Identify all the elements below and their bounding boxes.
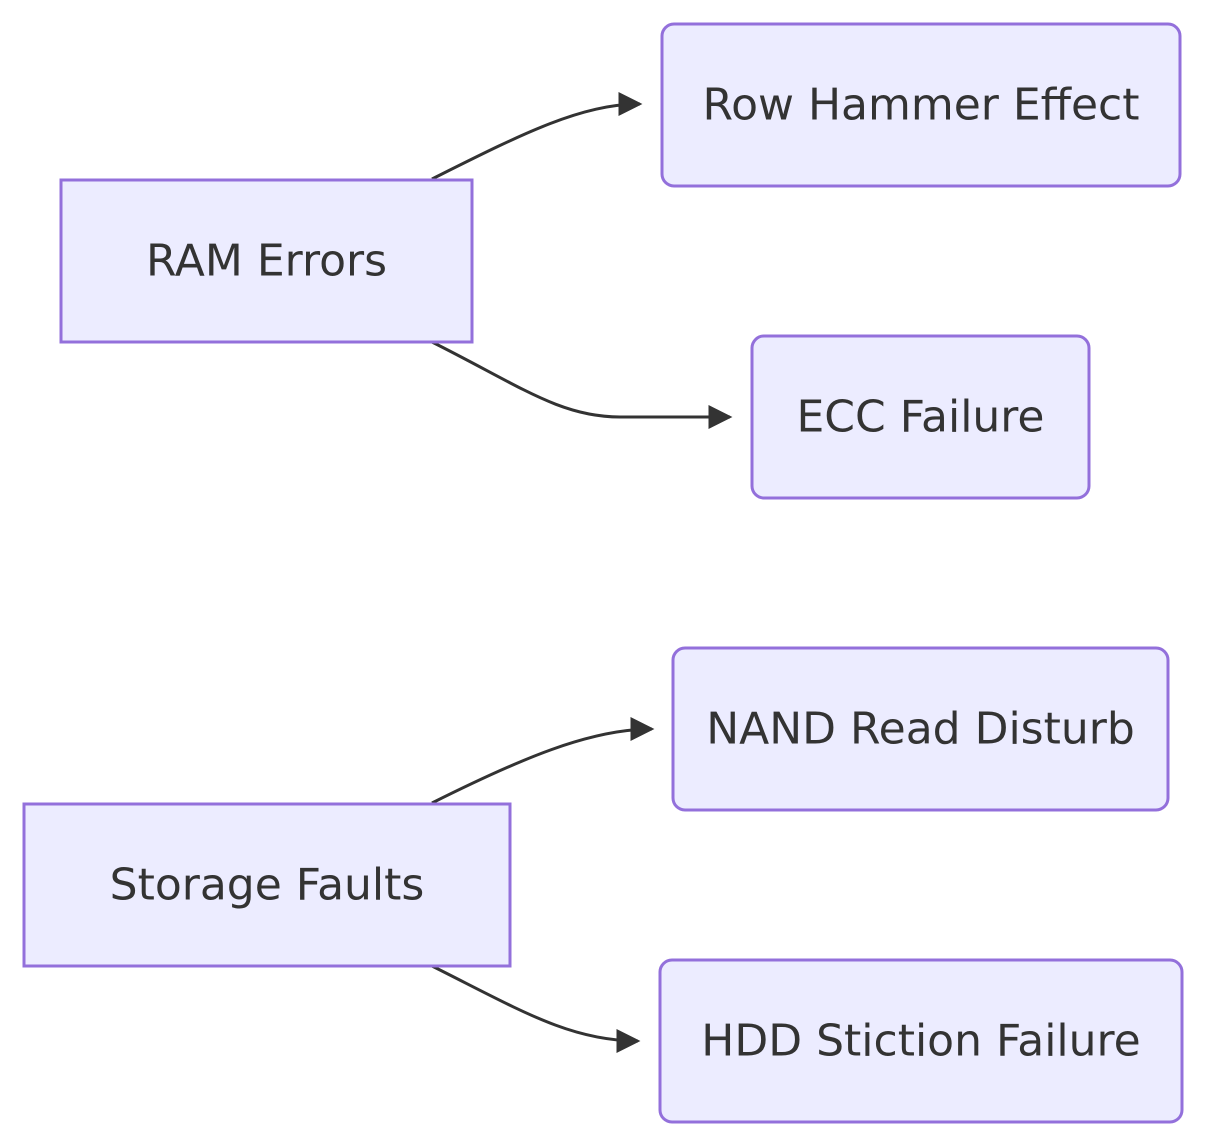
node-storage-faults: Storage Faults [22, 802, 512, 968]
edge-storage-to-nand [431, 717, 655, 805]
node-row-hammer-effect: Row Hammer Effect [660, 22, 1182, 188]
node-ram-errors: RAM Errors [59, 178, 474, 344]
edge-ram-to-row-hammer [431, 92, 643, 181]
node-nand-read-disturb: NAND Read Disturb [671, 646, 1170, 812]
node-storage-faults-label: Storage Faults [110, 860, 425, 911]
node-ecc-failure-label: ECC Failure [797, 392, 1045, 443]
edge-ram-to-ecc [431, 340, 733, 429]
edge-storage-to-hdd [431, 964, 641, 1053]
node-nand-read-disturb-label: NAND Read Disturb [706, 704, 1135, 755]
node-ram-errors-label: RAM Errors [146, 236, 387, 287]
node-row-hammer-effect-label: Row Hammer Effect [702, 80, 1139, 131]
node-hdd-stiction-failure: HDD Stiction Failure [658, 958, 1184, 1124]
node-hdd-stiction-failure-label: HDD Stiction Failure [701, 1016, 1140, 1067]
node-ecc-failure: ECC Failure [750, 334, 1091, 500]
